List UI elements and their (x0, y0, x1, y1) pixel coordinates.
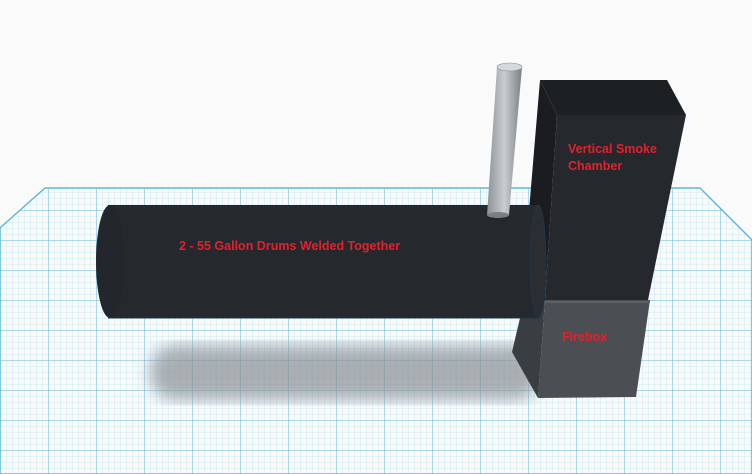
firebox-label: Firebox (562, 330, 608, 344)
drum[interactable] (96, 204, 547, 319)
firebox[interactable] (512, 300, 650, 398)
drum-shadow (150, 345, 540, 400)
chimney-pipe[interactable] (487, 62, 523, 218)
drum-label: 2 - 55 Gallon Drums Welded Together (179, 239, 401, 253)
smoke-chamber-label-line1: Vertical Smoke (568, 142, 657, 156)
smoke-chamber-label-line2: Chamber (568, 159, 623, 173)
